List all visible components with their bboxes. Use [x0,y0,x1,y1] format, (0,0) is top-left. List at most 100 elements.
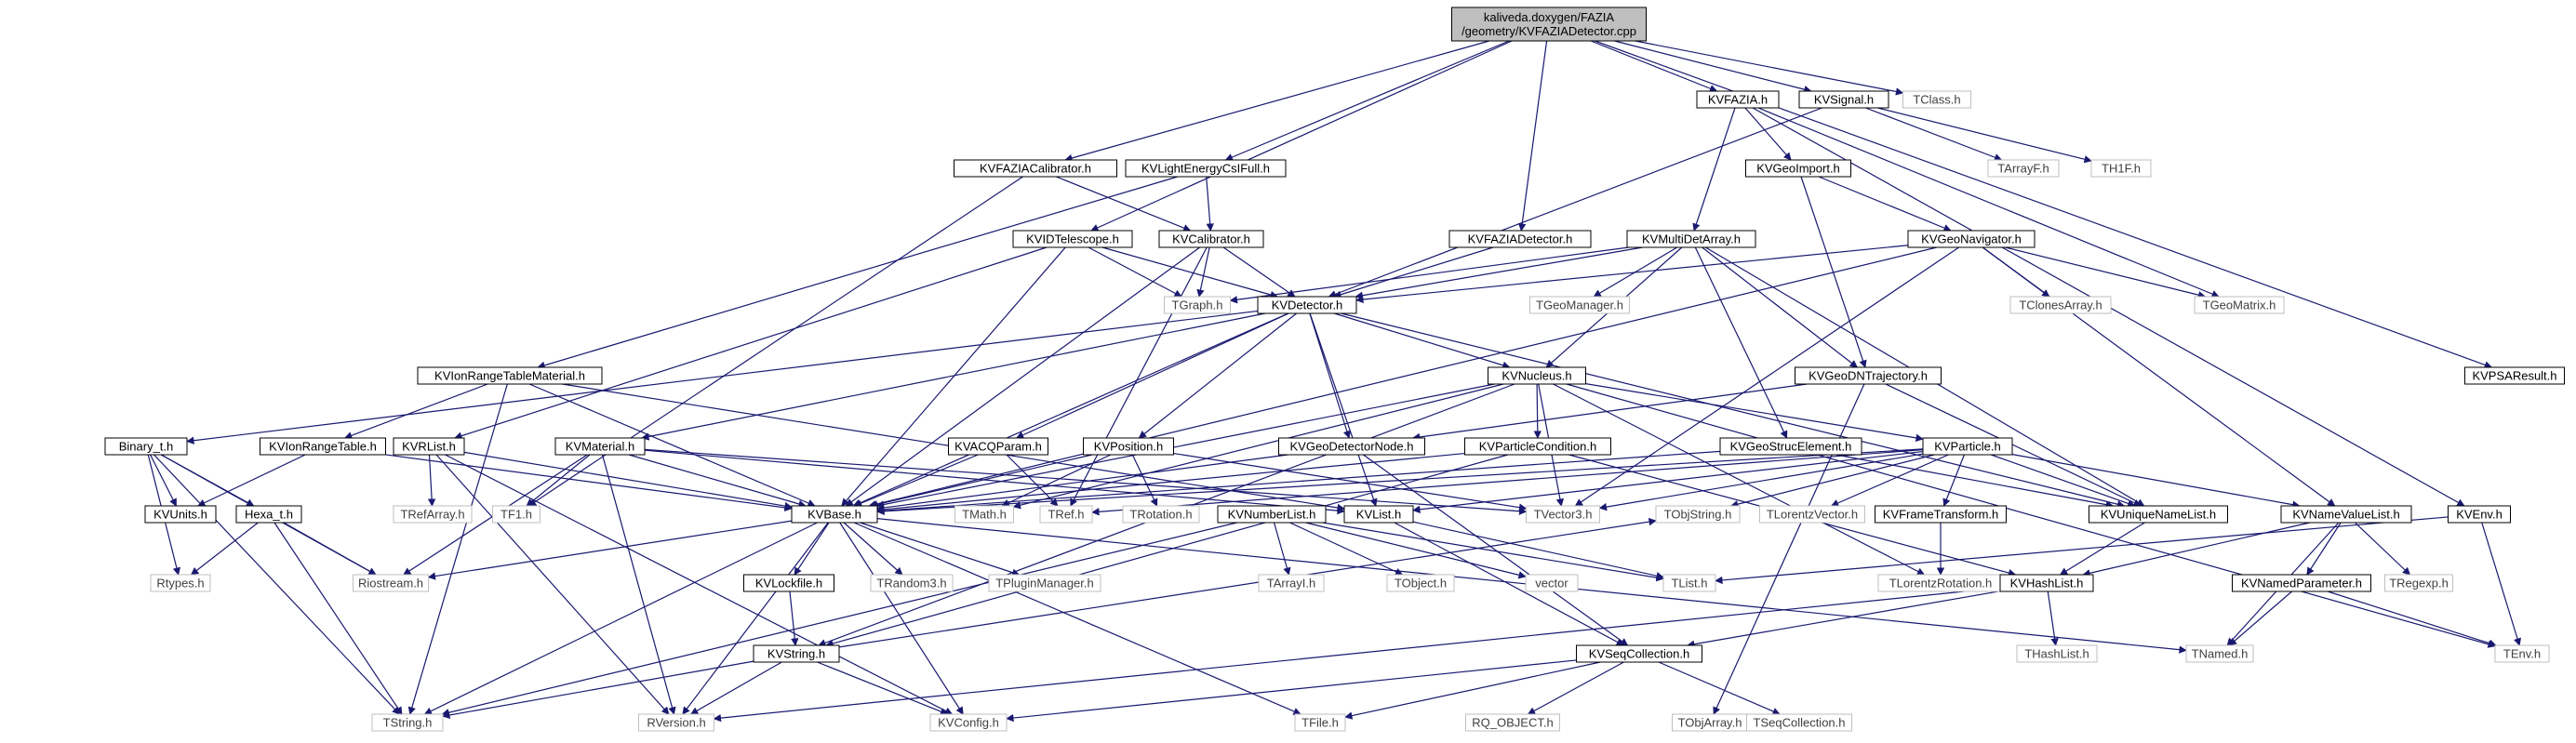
edge-KVDetector-to-KVBase [852,312,1288,507]
node-box[interactable] [393,437,465,456]
node-box[interactable] [1696,90,1780,109]
node-box[interactable] [1719,437,1862,456]
node-box[interactable] [1278,437,1425,456]
node-KVDetector[interactable]: KVDetector.h [1257,296,1357,314]
node-box[interactable] [1451,7,1647,42]
node-KVIonRangeTableMaterial[interactable]: KVIonRangeTableMaterial.h [417,366,603,385]
node-box[interactable] [1798,90,1889,109]
edge-KVSeqCollection-to-KVConfig [1006,659,1577,723]
node-TLorentzRotation: TLorentzRotation.h [1877,574,2004,592]
node-box[interactable] [1745,159,1851,178]
node-TGeoMatrix: TGeoMatrix.h [2194,296,2285,314]
node-KVSeqCollection[interactable]: KVSeqCollection.h [1576,644,1702,663]
edge-KVParticleCondition-to-KVBase [876,452,1465,514]
node-KVACQParam[interactable]: KVACQParam.h [948,437,1048,456]
node-KVList[interactable]: KVList.h [1343,505,1414,524]
node-KVSignal[interactable]: KVSignal.h [1798,90,1889,109]
node-box[interactable] [1999,574,2094,592]
node-KVNucleus[interactable]: KVNucleus.h [1488,366,1586,385]
node-root[interactable]: kaliveda.doxygen/FAZIA/geometry/KVFAZIAD… [1451,7,1647,42]
edge-KVHashList-to-RVersion [713,587,2001,723]
node-box[interactable] [260,437,386,456]
node-TH1F: TH1F.h [2090,159,2152,178]
node-KVGeoStrucElement[interactable]: KVGeoStrucElement.h [1719,437,1862,456]
node-box[interactable] [1626,230,1756,248]
node-box[interactable] [104,437,188,456]
node-box[interactable] [2089,505,2228,524]
node-box[interactable] [144,505,217,524]
node-KVRList[interactable]: KVRList.h [393,437,465,456]
node-box[interactable] [2448,505,2511,524]
edge-KVGeoNavigator-to-KVBase [868,246,1937,509]
node-KVPosition[interactable]: KVPosition.h [1083,437,1174,456]
node-box[interactable] [417,366,603,385]
node-KVGeoDNTrajectory[interactable]: KVGeoDNTrajectory.h [1795,366,1942,385]
node-KVNumberList[interactable]: KVNumberList.h [1217,505,1327,524]
node-box[interactable] [1125,159,1287,178]
node-box[interactable] [1488,366,1586,385]
node-box[interactable] [743,574,834,592]
edge-KVMultiDetArray-to-TGraph [1229,246,1629,304]
node-box [954,505,1014,524]
node-box [2384,574,2453,592]
node-KVString[interactable]: KVString.h [753,644,840,663]
node-Hexa_t[interactable]: Hexa_t.h [235,505,302,524]
node-box[interactable] [1012,230,1133,248]
node-KVHashList[interactable]: KVHashList.h [1999,574,2094,592]
node-box[interactable] [1875,505,2007,524]
node-KVIDTelescope[interactable]: KVIDTelescope.h [1012,230,1133,248]
node-KVNameValueList[interactable]: KVNameValueList.h [2280,505,2412,524]
node-KVParticleCondition[interactable]: KVParticleCondition.h [1464,437,1611,456]
node-box[interactable] [753,644,840,663]
node-label: TRefArray.h [400,508,464,522]
node-Binary_t[interactable]: Binary_t.h [104,437,188,456]
node-box[interactable] [2232,574,2371,592]
node-KVFrameTransform[interactable]: KVFrameTransform.h [1875,505,2007,524]
node-KVIonRangeTable[interactable]: KVIonRangeTable.h [260,437,386,456]
node-KVNamedParameter[interactable]: KVNamedParameter.h [2232,574,2371,592]
node-box[interactable] [1464,437,1611,456]
node-box[interactable] [2280,505,2412,524]
node-box[interactable] [1083,437,1174,456]
node-TString: TString.h [371,713,444,732]
node-box[interactable] [1158,230,1264,248]
node-TFile: TFile.h [1294,713,1346,732]
node-box[interactable] [1922,437,2013,456]
node-KVLockfile[interactable]: KVLockfile.h [743,574,834,592]
node-box[interactable] [954,159,1117,178]
node-box[interactable] [948,437,1048,456]
node-box[interactable] [554,437,646,456]
edge-KVDetector-to-KVGeoDetectorNode [1309,312,1351,439]
node-KVGeoNavigator[interactable]: KVGeoNavigator.h [1907,230,2035,248]
edge-KVDetector-to-KVNucleus [1334,312,1511,369]
node-KVFAZIACalibrator[interactable]: KVFAZIACalibrator.h [954,159,1117,178]
node-KVUniqueNameList[interactable]: KVUniqueNameList.h [2089,505,2228,524]
node-box[interactable] [791,505,878,524]
node-box[interactable] [1576,644,1702,663]
node-KVBase[interactable]: KVBase.h [791,505,878,524]
node-KVMaterial[interactable]: KVMaterial.h [554,437,646,456]
node-KVGeoDetectorNode[interactable]: KVGeoDetectorNode.h [1278,437,1425,456]
node-box[interactable] [1257,296,1357,314]
node-box[interactable] [1217,505,1327,524]
node-box[interactable] [1448,230,1592,248]
node-KVLightEnergyCsIFull[interactable]: KVLightEnergyCsIFull.h [1125,159,1287,178]
node-KVGeoImport[interactable]: KVGeoImport.h [1745,159,1851,178]
node-label: THashList.h [2024,647,2089,661]
node-box[interactable] [1907,230,2035,248]
node-box[interactable] [2464,366,2565,385]
edge-KVBase-to-TRandom3 [843,522,903,576]
edge-KVGeoStrucElement-to-KVBase [876,450,1721,515]
node-box[interactable] [235,505,302,524]
node-KVEnv[interactable]: KVEnv.h [2448,505,2511,524]
node-KVParticle[interactable]: KVParticle.h [1922,437,2013,456]
node-KVFAZIADetectorH[interactable]: KVFAZIADetector.h [1448,230,1592,248]
node-KVCalibrator[interactable]: KVCalibrator.h [1158,230,1264,248]
node-KVPSAResult[interactable]: KVPSAResult.h [2464,366,2565,385]
node-KVUnits[interactable]: KVUnits.h [144,505,217,524]
node-box[interactable] [1343,505,1414,524]
node-label: TList.h [1671,577,1707,590]
node-KVFAZIA[interactable]: KVFAZIA.h [1696,90,1780,109]
node-KVMultiDetArray[interactable]: KVMultiDetArray.h [1626,230,1756,248]
node-box[interactable] [1795,366,1942,385]
